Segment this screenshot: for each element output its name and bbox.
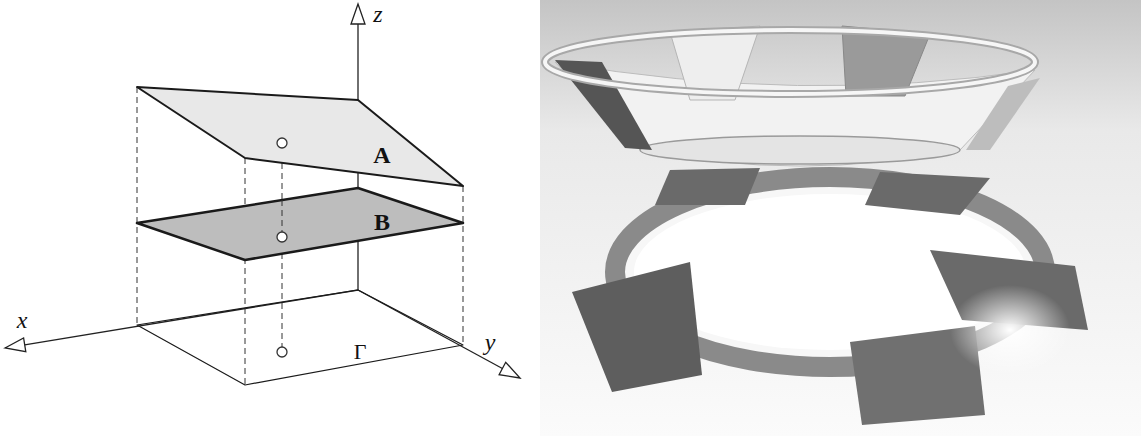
- plane-shape: A: [137, 87, 463, 186]
- plane-outline: [137, 290, 463, 385]
- axis-label: z: [373, 2, 382, 26]
- axes: [5, 4, 520, 378]
- axis-label: y: [485, 330, 496, 354]
- plane-outline: [137, 188, 463, 260]
- axis-label: x: [17, 308, 28, 332]
- plane-label: B: [374, 210, 390, 234]
- bowl-illustration: [540, 0, 1141, 436]
- plane-shape: B: [137, 188, 463, 260]
- plane-label: A: [373, 143, 390, 167]
- point-marker: [277, 347, 287, 357]
- projection-lines: [137, 87, 463, 385]
- plane-label: Γ: [354, 341, 367, 363]
- plane-shape: Γ: [137, 290, 463, 385]
- plane-outline: [137, 87, 463, 186]
